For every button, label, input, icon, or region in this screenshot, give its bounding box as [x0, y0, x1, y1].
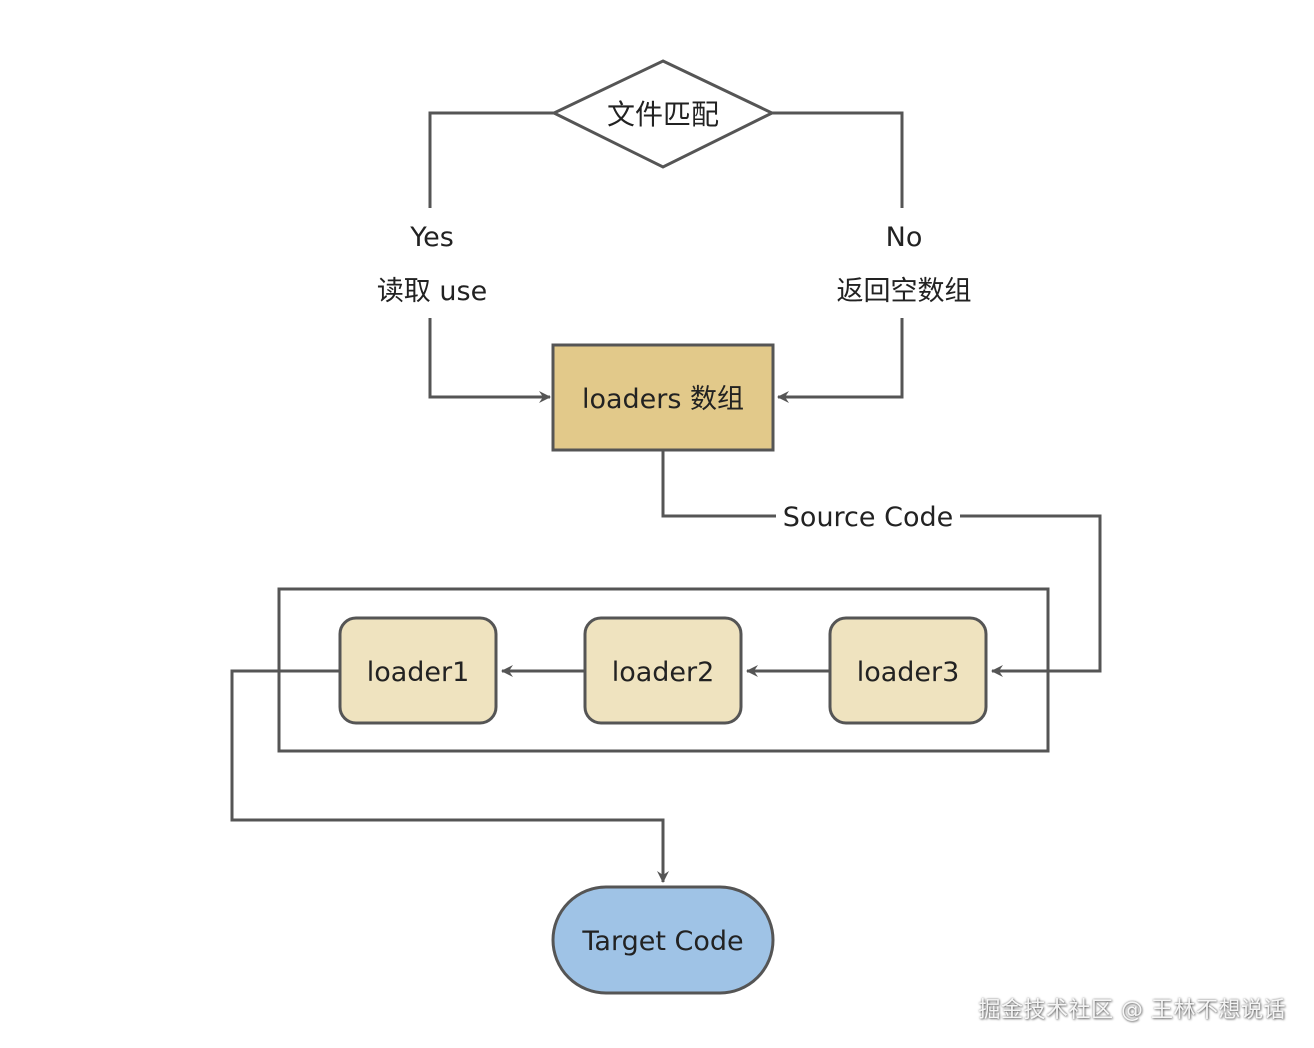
no-label: No [886, 222, 923, 253]
connector-no-arrow [777, 318, 904, 403]
connector-source-code [661, 450, 1102, 677]
source-code-label-bg [776, 498, 960, 534]
connector-no-top [772, 111, 904, 208]
target-code-label: Target Code [581, 926, 743, 957]
loader1-label: loader1 [367, 657, 470, 688]
loaders-array-box [551, 343, 775, 452]
source-code-label: Source Code [783, 502, 953, 533]
yes-label: Yes [409, 222, 454, 253]
connector-to-target [230, 669, 669, 883]
decision-label: 文件匹配 [607, 98, 719, 131]
yes-action-label: 读取 use [377, 276, 487, 307]
watermark: 掘金技术社区 @ 王林不想说话 [978, 998, 1286, 1023]
loaders-array-label: loaders 数组 [582, 384, 744, 415]
loader3-label: loader3 [857, 657, 960, 688]
loader2-label: loader2 [612, 657, 715, 688]
target-code-terminator [551, 885, 775, 995]
connector-yes-arrow [428, 318, 551, 403]
no-action-label: 返回空数组 [837, 276, 972, 307]
decision-diamond [550, 59, 776, 169]
connector-yes-top [428, 111, 554, 208]
